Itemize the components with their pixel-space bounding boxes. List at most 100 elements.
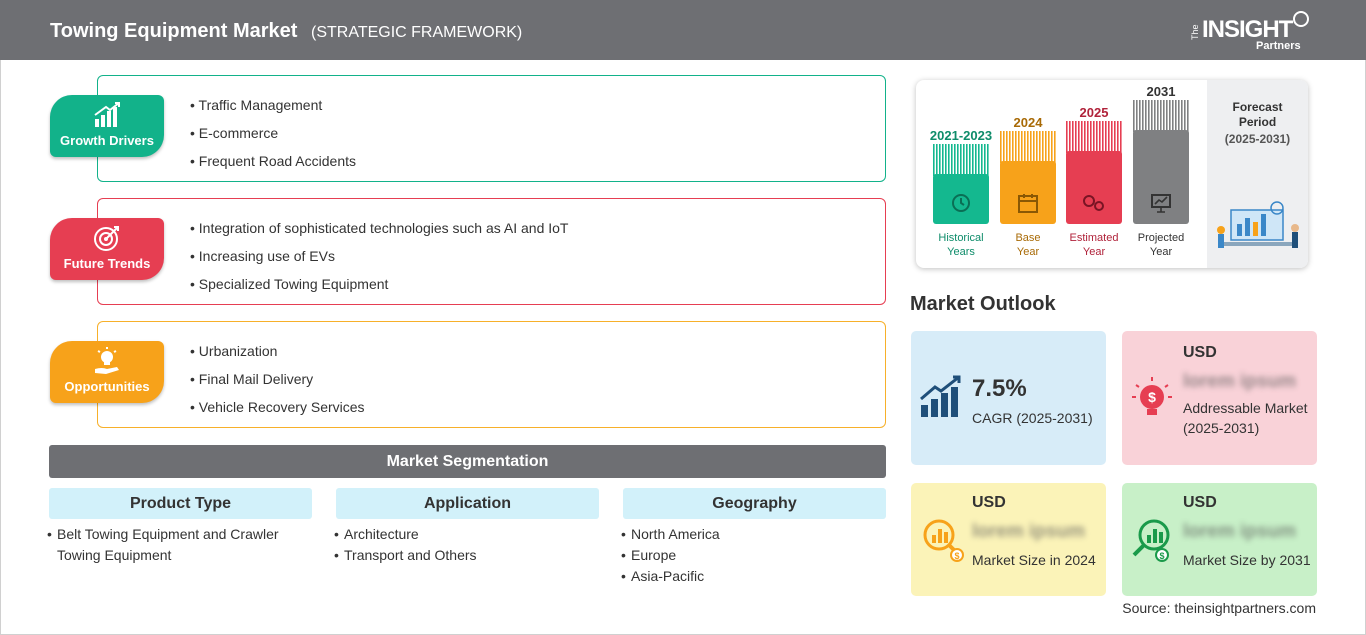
header-bar: Towing Equipment Market (STRATEGIC FRAME… — [0, 0, 1366, 60]
market-size-2024-card: $ USD lorem ipsum Market Size in 2024 — [911, 483, 1106, 596]
bar-stripes — [933, 144, 989, 176]
caption-line: Historical — [938, 232, 984, 244]
timeline-caption: Projected Year — [1121, 231, 1201, 259]
product-type-list: Belt Towing Equipment and Crawler Towing… — [47, 524, 297, 566]
caption-line: Year — [1149, 246, 1173, 258]
opportunities-badge: Opportunities — [50, 341, 164, 403]
size-2031-currency: USD — [1183, 494, 1217, 511]
timeline-caption: Historical Years — [921, 231, 1001, 259]
calendar-icon — [1018, 194, 1038, 213]
opportunities-list: Urbanization Final Mail Delivery Vehicle… — [190, 342, 365, 426]
list-item: Belt Towing Equipment and Crawler Towing… — [47, 524, 297, 566]
svg-text:$: $ — [954, 551, 959, 561]
addressable-market-card: $ USD lorem ipsum Addressable Market (20… — [1122, 331, 1317, 465]
size-2031-value: lorem ipsum — [1183, 521, 1296, 542]
caption-line: Base — [1015, 232, 1041, 244]
logo-lens-icon — [1293, 11, 1309, 27]
list-item: Asia-Pacific — [621, 566, 871, 587]
addressable-currency: USD — [1183, 344, 1217, 361]
timeline-year: 2025 — [1079, 105, 1109, 120]
future-trends-badge: Future Trends — [50, 218, 164, 280]
forecast-title-line: Period — [1238, 115, 1277, 129]
cagr-card: 7.5% CAGR (2025-2031) — [911, 331, 1106, 465]
caption-line: Projected — [1137, 232, 1185, 244]
gears-icon — [1083, 195, 1104, 211]
list-item: Frequent Road Accidents — [190, 152, 356, 180]
analytics-illustration-icon — [1217, 201, 1299, 248]
logo-insight: INSIGHT — [1202, 16, 1293, 43]
growth-drivers-badge: Growth Drivers — [50, 95, 164, 157]
addressable-value: lorem ipsum — [1183, 371, 1296, 392]
future-trends-list: Integration of sophisticated technologie… — [190, 219, 569, 303]
timeline-caption: Base Year — [988, 231, 1068, 259]
segment-head-product-type: Product Type — [49, 488, 312, 519]
timeline-caption: Estimated Year — [1054, 231, 1134, 259]
forecast-title: Forecast Period — [1207, 100, 1308, 130]
market-analysis-icon: $ — [923, 519, 964, 562]
opportunities-label: Opportunities — [64, 379, 150, 394]
source-link[interactable]: Source: theinsightpartners.com — [1122, 600, 1316, 616]
timeline-bar — [1066, 151, 1122, 224]
timeline-projected: 2031 Projected Year — [1133, 80, 1189, 268]
timeline-year: 2021-2023 — [929, 128, 993, 143]
lightbulb-hand-icon — [95, 347, 119, 374]
svg-text:$: $ — [1148, 389, 1156, 405]
bar-chart-up-icon — [94, 102, 120, 127]
timeline-base: 2024 Base Year — [1000, 80, 1056, 268]
list-item: Urbanization — [190, 342, 365, 370]
market-outlook-title: Market Outlook — [910, 293, 1056, 315]
market-size-2031-card: $ USD lorem ipsum Market Size by 2031 — [1122, 483, 1317, 596]
presentation-icon — [1151, 194, 1171, 213]
insight-partners-logo[interactable]: The INSIGHT Partners — [1190, 10, 1320, 54]
application-list: Architecture Transport and Others — [334, 524, 584, 566]
bar-stripes — [1133, 100, 1189, 132]
timeline-year: 2031 — [1146, 84, 1176, 99]
list-item: Transport and Others — [334, 545, 584, 566]
list-item: Europe — [621, 545, 871, 566]
list-item: Specialized Towing Equipment — [190, 275, 568, 303]
future-trends-label: Future Trends — [63, 256, 151, 271]
list-item: North America — [621, 524, 871, 545]
size-2024-value: lorem ipsum — [972, 521, 1085, 542]
logo-the: The — [1190, 24, 1200, 40]
caption-line: Year — [1082, 246, 1106, 258]
growth-drivers-label: Growth Drivers — [60, 133, 154, 148]
timeline-year: 2024 — [1013, 115, 1043, 130]
timeline-bar — [1000, 161, 1056, 224]
segment-head-application: Application — [336, 488, 599, 519]
cagr-value: 7.5% — [972, 375, 1027, 402]
cagr-label: CAGR (2025-2031) — [972, 410, 1093, 426]
forecast-title-line: Forecast — [1232, 100, 1283, 114]
market-segmentation-bar: Market Segmentation — [49, 445, 886, 478]
future-trends-box: Integration of sophisticated technologie… — [97, 198, 886, 305]
logo-partners: Partners — [1256, 40, 1301, 52]
timeline-historical: 2021-2023 Historical Years — [930, 80, 992, 268]
market-growth-icon: $ — [1132, 519, 1170, 562]
list-item: Integration of sophisticated technologie… — [190, 219, 569, 247]
page-title: Towing Equipment Market — [50, 20, 298, 42]
list-item: Vehicle Recovery Services — [190, 398, 365, 426]
size-2024-currency: USD — [972, 494, 1006, 511]
list-item: Architecture — [334, 524, 584, 545]
forecast-range: (2025-2031) — [1224, 132, 1291, 146]
timeline-card: 2021-2023 Historical Years 2024 Base Yea… — [916, 80, 1308, 268]
list-item: Traffic Management — [190, 96, 356, 124]
caption-line: Years — [947, 246, 975, 258]
geography-list: North America Europe Asia-Pacific — [621, 524, 871, 587]
list-item: E-commerce — [190, 124, 356, 152]
list-item: Final Mail Delivery — [190, 370, 365, 398]
timeline-estimated: 2025 Estimated Year — [1066, 80, 1122, 268]
dollar-bulb-icon: $ — [1132, 377, 1172, 415]
growth-drivers-list: Traffic Management E-commerce Frequent R… — [190, 96, 356, 180]
segment-head-geography: Geography — [623, 488, 886, 519]
forecast-period-panel: Forecast Period (2025-2031) — [1207, 80, 1308, 268]
caption-line: Year — [1016, 246, 1040, 258]
addressable-label: Addressable Market (2025-2031) — [1183, 400, 1308, 436]
growth-drivers-box: Traffic Management E-commerce Frequent R… — [97, 75, 886, 182]
bar-stripes — [1066, 121, 1122, 153]
caption-line: Estimated — [1069, 232, 1119, 244]
opportunities-box: Urbanization Final Mail Delivery Vehicle… — [97, 321, 886, 428]
size-2031-label: Market Size by 2031 — [1183, 552, 1311, 568]
target-icon — [94, 226, 119, 251]
svg-text:$: $ — [1159, 551, 1164, 561]
